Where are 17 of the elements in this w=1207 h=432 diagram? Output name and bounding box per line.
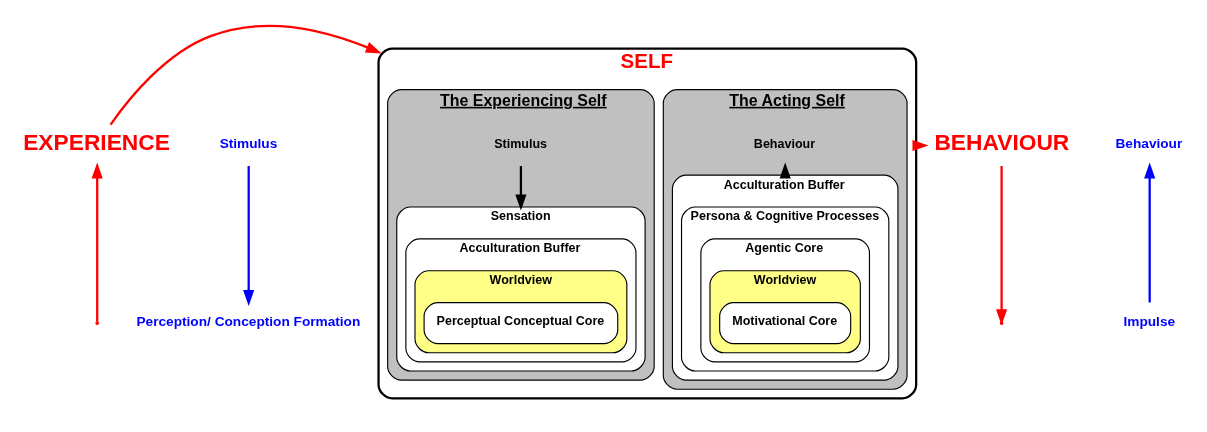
arrow — [912, 139, 929, 151]
node-text: Behaviour — [1115, 135, 1183, 151]
arrow — [1144, 162, 1156, 302]
node-text: EXPERIENCE — [23, 128, 170, 155]
node-text: Stimulus — [494, 136, 548, 151]
arrow — [109, 24, 382, 125]
arrow — [243, 165, 255, 306]
arrow — [779, 162, 791, 179]
node-text: Perception/ Conception Formation — [136, 313, 361, 329]
arrow — [515, 165, 527, 210]
node-box: Motivational Core — [719, 301, 852, 344]
node-text: BEHAVIOUR — [934, 128, 1070, 155]
arrow — [91, 162, 103, 322]
node-text: Impulse — [1123, 313, 1176, 329]
node-text: Stimulus — [219, 135, 278, 151]
node-box: Perceptual Conceptual Core — [423, 301, 619, 344]
node-text: Behaviour — [753, 136, 816, 151]
